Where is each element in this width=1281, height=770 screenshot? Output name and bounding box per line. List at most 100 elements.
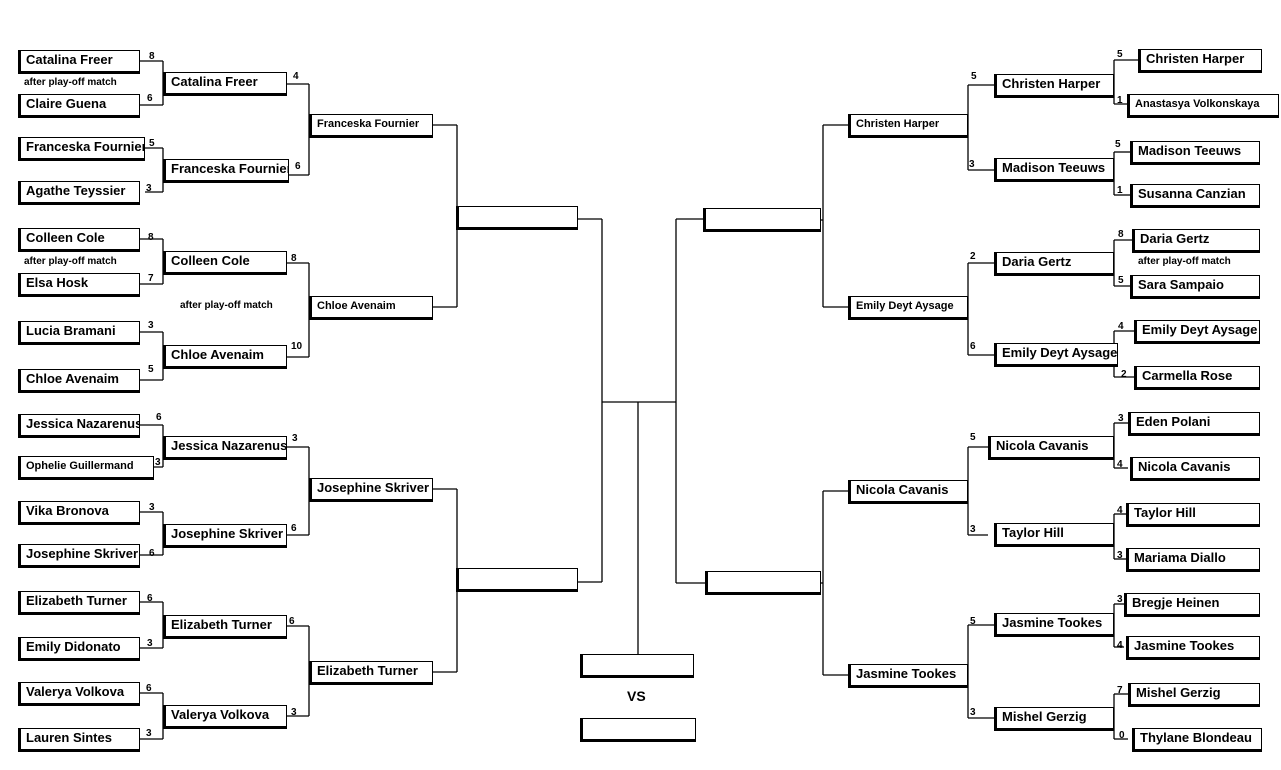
left-r2-score-5: 3 [292,433,298,444]
left-r2-score-8: 3 [291,707,297,718]
left-r3-slot-3: Josephine Skriver [309,478,433,502]
right-r1-slot-13: Bregje Heinen [1124,593,1260,617]
left-r1-slot-7: Lucia Bramani [18,321,140,345]
left-r2-score-1: 4 [293,71,299,82]
left-r4-slot-2 [456,568,578,592]
right-r1-score-6: 5 [1118,275,1124,286]
left-r2-score-7: 6 [289,616,295,627]
left-r1-score-6: 7 [148,273,154,284]
right-r1-score-1: 5 [1117,49,1123,60]
left-r1-score-12: 6 [149,548,155,559]
left-r1-slot-8: Chloe Avenaim [18,369,140,393]
left-r3-slot-4: Elizabeth Turner [309,661,433,685]
right-r1-slot-5: Daria Gertz [1132,229,1260,253]
right-r2-score-4: 6 [970,341,976,352]
right-r2-score-2: 3 [969,159,975,170]
right-r1-slot-1: Christen Harper [1138,49,1262,73]
right-r3-slot-2: Emily Deyt Aysage [848,296,968,320]
left-r1-slot-10: Ophelie Guillermand [18,456,154,480]
right-r1-score-5: 8 [1118,229,1124,240]
left-r1-slot-13: Elizabeth Turner [18,591,140,615]
right-r4-slot-2 [705,571,821,595]
right-r1-score-14: 4 [1117,640,1123,651]
left-r2-slot-2: Franceska Fournier [163,159,289,183]
left-r2-score-3: 8 [291,253,297,264]
right-r2-slot-5: Nicola Cavanis [988,436,1114,460]
right-r2-score-6: 3 [970,524,976,535]
right-r3-slot-3: Nicola Cavanis [848,480,968,504]
right-r1-slot-8: Carmella Rose [1134,366,1260,390]
left-r1-score-11: 3 [149,502,155,513]
right-r2-slot-2: Madison Teeuws [994,158,1114,182]
left-r1-score-13: 6 [147,593,153,604]
left-r2-score-6: 6 [291,523,297,534]
left-r1-slot-4: Agathe Teyssier [18,181,140,205]
left-r1-slot-9: Jessica Nazarenus [18,414,140,438]
right-r3-slot-4: Jasmine Tookes [848,664,968,688]
right-r1-slot-14: Jasmine Tookes [1126,636,1260,660]
right-r1-score-12: 3 [1117,550,1123,561]
playoff-note-right-1: after play-off match [1138,256,1231,267]
right-r3-slot-1: Christen Harper [848,114,968,138]
final-slot-bottom [580,718,696,742]
right-r1-slot-7: Emily Deyt Aysage [1134,320,1260,344]
left-r1-score-3: 5 [149,138,155,149]
right-r1-slot-6: Sara Sampaio [1130,275,1260,299]
right-r2-slot-8: Mishel Gerzig [994,707,1114,731]
right-r1-score-2: 1 [1117,95,1123,106]
playoff-note-left-2: after play-off match [24,256,117,267]
left-r1-score-8: 5 [148,364,154,375]
right-r2-score-3: 2 [970,251,976,262]
left-r2-slot-8: Valerya Volkova [163,705,287,729]
left-r1-slot-12: Josephine Skriver [18,544,140,568]
right-r1-score-11: 4 [1117,505,1123,516]
left-r1-score-9: 6 [156,412,162,423]
vs-label: VS [627,688,646,704]
left-r1-score-10: 3 [155,457,161,468]
right-r1-score-10: 4 [1117,459,1123,470]
left-r1-slot-6: Elsa Hosk [18,273,140,297]
right-r2-slot-4: Emily Deyt Aysage [994,343,1118,367]
left-r4-slot-1 [456,206,578,230]
left-r1-slot-3: Franceska Fournier [18,137,145,161]
right-r1-slot-12: Mariama Diallo [1126,548,1260,572]
right-r2-slot-7: Jasmine Tookes [994,613,1114,637]
right-r1-slot-4: Susanna Canzian [1130,184,1260,208]
left-r2-slot-4: Chloe Avenaim [163,345,287,369]
playoff-note-left-3: after play-off match [180,300,273,311]
left-r1-slot-1: Catalina Freer [18,50,140,74]
left-r1-score-5: 8 [148,232,154,243]
right-r1-score-13: 3 [1117,594,1123,605]
left-r1-slot-16: Lauren Sintes [18,728,140,752]
right-r1-score-9: 3 [1118,413,1124,424]
right-r1-score-16: 0 [1119,730,1125,741]
right-r2-score-8: 3 [970,707,976,718]
left-r1-score-14: 3 [147,638,153,649]
right-r2-score-7: 5 [970,616,976,627]
left-r2-slot-1: Catalina Freer [163,72,287,96]
left-r1-slot-2: Claire Guena [18,94,140,118]
right-r2-score-1: 5 [971,71,977,82]
final-slot-top [580,654,694,678]
left-r1-score-1: 8 [149,51,155,62]
right-r1-slot-16: Thylane Blondeau [1132,728,1262,752]
right-r1-slot-10: Nicola Cavanis [1130,457,1260,481]
right-r1-score-8: 2 [1121,369,1127,380]
right-r1-slot-3: Madison Teeuws [1130,141,1260,165]
right-r1-slot-9: Eden Polani [1128,412,1260,436]
left-r2-slot-5: Jessica Nazarenus [163,436,287,460]
left-r1-slot-5: Colleen Cole [18,228,140,252]
left-r3-slot-2: Chloe Avenaim [309,296,433,320]
right-r1-score-4: 1 [1117,185,1123,196]
left-r1-score-4: 3 [146,183,152,194]
right-r1-score-15: 7 [1117,685,1123,696]
right-r2-slot-6: Taylor Hill [994,523,1114,547]
playoff-note-left-1: after play-off match [24,77,117,88]
right-r1-score-3: 5 [1115,139,1121,150]
left-r1-score-15: 6 [146,683,152,694]
left-r1-slot-14: Emily Didonato [18,637,140,661]
left-r3-slot-1: Franceska Fournier [309,114,433,138]
left-r1-score-2: 6 [147,93,153,104]
left-r2-score-4: 10 [291,341,303,352]
